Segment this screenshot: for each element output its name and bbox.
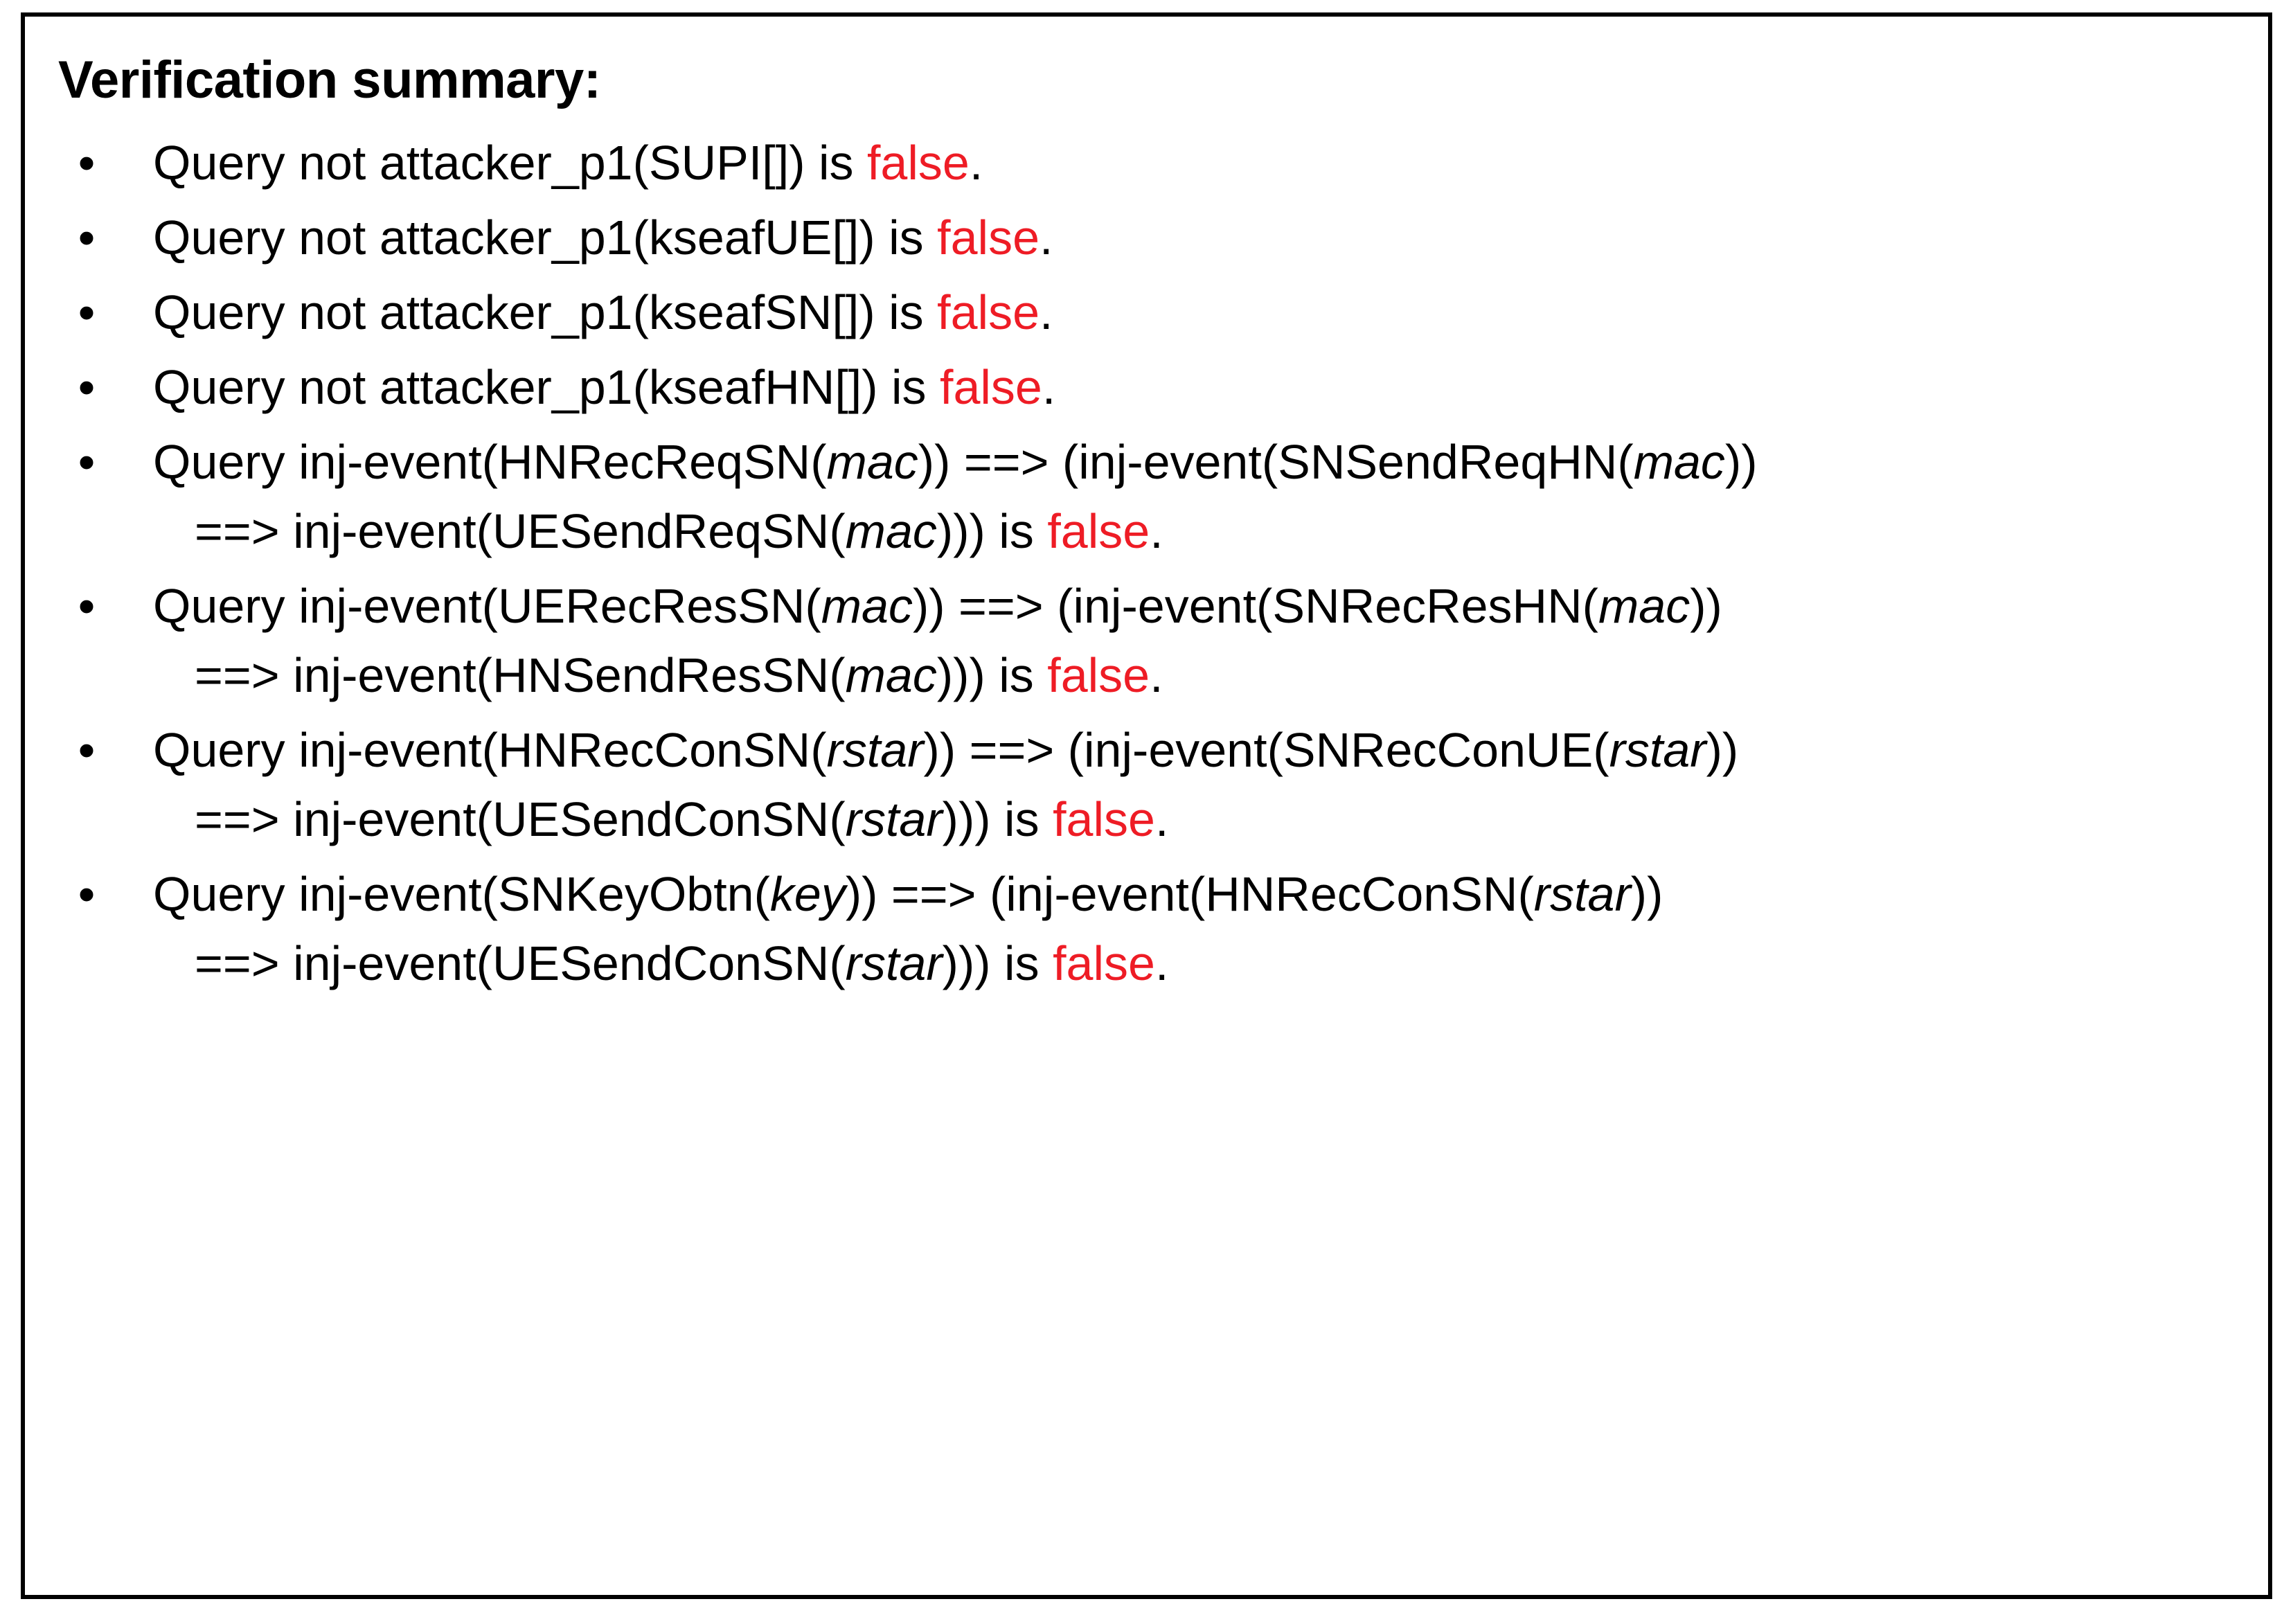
query-segment: Query not attacker_p1(SUPI[]) is [153,136,867,190]
query-text-line: Query not attacker_p1(kseafSN[]) is fals… [153,288,2240,337]
query-text-line: Query inj-event(HNRecReqSN(mac)) ==> (in… [153,438,2240,486]
panel-content: Verification summary: • Query not attacke… [25,17,2268,988]
bullet-icon: • [78,435,96,489]
result-false: false [1047,648,1150,702]
query-segment: ))) is [936,648,1048,702]
result-false: false [937,211,1040,265]
query-segment: . [1154,792,1169,846]
query-segment: . [1150,504,1163,558]
query-segment: ))) is [942,936,1053,990]
query-text-line: Query not attacker_p1(kseafHN[]) is fals… [153,363,2240,411]
query-segment: ==> inj-event(UESendReqSN( [195,504,846,558]
query-segment: . [969,136,983,190]
list-item: •Query inj-event(HNRecReqSN(mac)) ==> (i… [46,438,2240,555]
query-segment: . [1040,285,1053,339]
query-text-line: Query not attacker_p1(SUPI[]) is false. [153,139,2240,187]
query-text-continuation: ==> inj-event(HNSendResSN(mac))) is fals… [153,651,2240,699]
query-text-line: Query inj-event(UERecResSN(mac)) ==> (in… [153,582,2240,630]
event-parameter: rstar [1609,723,1706,777]
event-parameter: rstar [845,936,943,990]
query-segment: . [1154,936,1169,990]
result-false: false [866,136,970,190]
query-segment: )) [1690,579,1722,633]
bullet-icon: • [78,211,96,265]
bullet-icon: • [78,360,96,414]
event-parameter: mac [1633,435,1725,489]
query-segment: . [1042,360,1056,414]
list-item: • Query not attacker_p1(kseafHN[]) is fal… [46,363,2240,411]
list-item: •Query inj-event(HNRecConSN(rstar)) ==> … [46,726,2240,844]
query-segment: ==> inj-event(UESendConSN( [195,936,846,990]
query-segment: Query inj-event(HNRecReqSN( [153,435,827,489]
query-segment: ==> inj-event(UESendConSN( [195,792,846,846]
query-segment: ))) is [942,792,1053,846]
bullet-icon: • [78,723,96,777]
query-segment: Query inj-event(UERecResSN( [153,579,821,633]
query-segment: ))) is [936,504,1048,558]
event-parameter: key [769,867,846,921]
query-segment: )) [1630,867,1663,921]
query-text-line: Query inj-event(HNRecConSN(rstar)) ==> (… [153,726,2240,774]
list-item: • Query not attacker_p1(kseafSN[]) is fal… [46,288,2240,337]
query-text-continuation: ==> inj-event(UESendConSN(rstar))) is fa… [153,939,2240,988]
event-parameter: mac [821,579,913,633]
list-item: • Query inj-event(SNKeyObtn(key)) ==> (in… [46,870,2240,988]
result-false: false [937,285,1040,339]
query-segment: )) [1706,723,1739,777]
query-segment: Query not attacker_p1(kseafSN[]) is [153,285,938,339]
query-segment: . [1040,211,1053,265]
event-parameter: rstar [826,723,924,777]
bullet-icon: • [78,136,96,190]
query-segment: )) [1724,435,1758,489]
query-result-list: • Query not attacker_p1(SUPI[]) is false.… [46,139,2240,988]
event-parameter: mac [845,648,937,702]
query-segment: Query inj-event(SNKeyObtn( [153,867,770,921]
query-segment: Query not attacker_p1(kseafUE[]) is [153,211,938,265]
result-false: false [1053,792,1155,846]
query-segment: )) ==> (inj-event(SNSendReqHN( [918,435,1634,489]
verification-summary-panel: Verification summary: • Query not attacke… [21,12,2272,1599]
query-segment: ==> inj-event(HNSendResSN( [195,648,846,702]
result-false: false [1053,936,1155,990]
query-text-continuation: ==> inj-event(UESendReqSN(mac))) is fals… [153,507,2240,555]
query-segment: Query not attacker_p1(kseafHN[]) is [153,360,940,414]
query-segment: Query inj-event(HNRecConSN( [153,723,827,777]
result-false: false [940,360,1042,414]
query-text-line: Query inj-event(SNKeyObtn(key)) ==> (inj… [153,870,2240,918]
event-parameter: mac [826,435,918,489]
event-parameter: rstar [845,792,943,846]
query-segment: )) ==> (inj-event(HNRecConSN( [845,867,1534,921]
list-item: • Query not attacker_p1(SUPI[]) is false. [46,139,2240,187]
result-false: false [1047,504,1150,558]
page-title: Verification summary: [58,51,601,109]
bullet-icon: • [78,579,96,633]
query-text-line: Query not attacker_p1(kseafUE[]) is fals… [153,213,2240,262]
query-segment: )) ==> (inj-event(SNRecConUE( [923,723,1609,777]
query-segment: . [1150,648,1163,702]
list-item: •Query inj-event(UERecResSN(mac)) ==> (i… [46,582,2240,699]
list-item: • Query not attacker_p1(kseafUE[]) is fal… [46,213,2240,262]
query-text-continuation: ==> inj-event(UESendConSN(rstar))) is fa… [153,795,2240,844]
bullet-icon: • [78,285,96,339]
event-parameter: mac [845,504,937,558]
event-parameter: mac [1598,579,1690,633]
event-parameter: rstar [1533,867,1631,921]
bullet-icon: • [78,867,96,921]
query-segment: )) ==> (inj-event(SNRecResHN( [912,579,1598,633]
